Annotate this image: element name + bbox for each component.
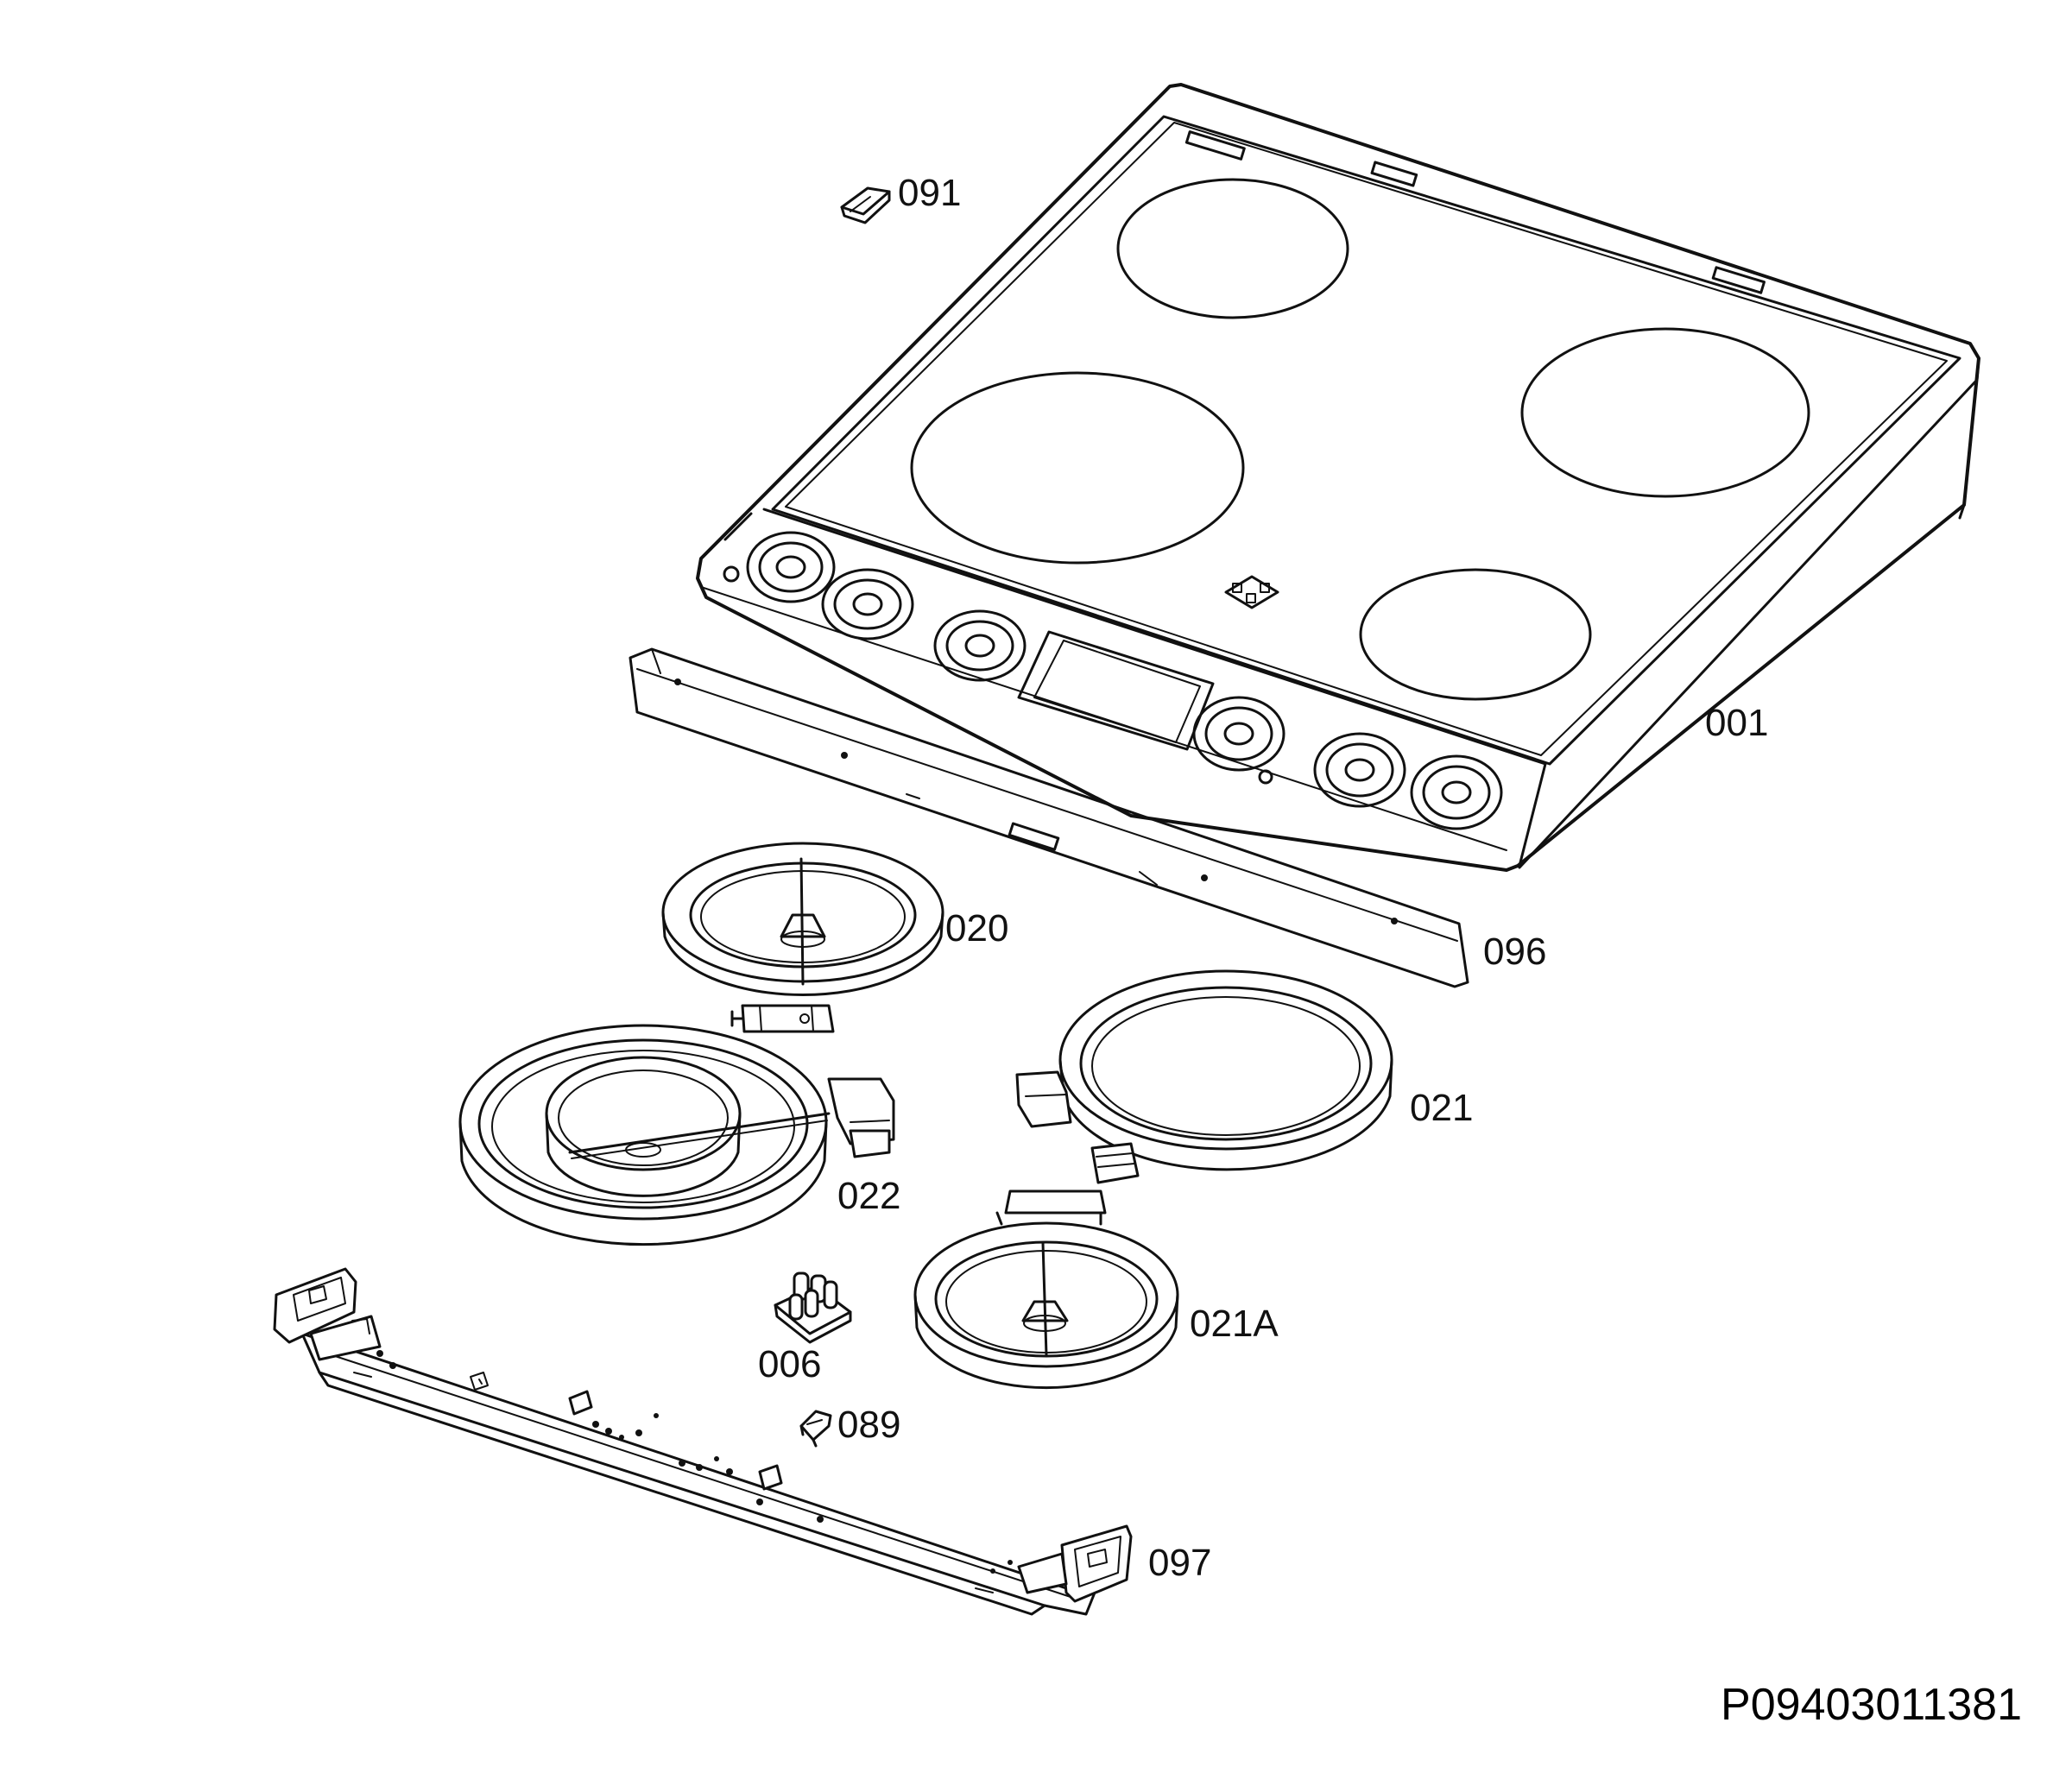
heating-element-part-021a[interactable] xyxy=(913,1189,1179,1390)
heating-element-part-022[interactable] xyxy=(458,1024,895,1246)
document-code: P09403011381 xyxy=(1721,1680,2022,1730)
label-021a: 021A xyxy=(1190,1303,1279,1345)
label-089: 089 xyxy=(837,1404,900,1446)
label-091: 091 xyxy=(898,172,961,214)
heating-element-part-020[interactable] xyxy=(661,842,944,1033)
label-020: 020 xyxy=(945,907,1008,950)
zone-rear-left xyxy=(1116,178,1349,319)
terminal-block-part-006[interactable] xyxy=(774,1271,852,1344)
clip-part-089[interactable] xyxy=(799,1410,832,1448)
label-001: 001 xyxy=(1705,702,1768,744)
clip-part-091[interactable] xyxy=(840,186,891,224)
hob-top-part-001[interactable] xyxy=(696,83,1980,872)
zone-rear-right xyxy=(1520,327,1810,498)
label-006: 006 xyxy=(758,1343,821,1385)
zone-front-left xyxy=(910,371,1245,565)
heating-element-part-021[interactable] xyxy=(1015,969,1393,1184)
support-rail-part-097[interactable] xyxy=(273,1267,1133,1616)
label-096: 096 xyxy=(1483,931,1546,973)
front-trim-part-096[interactable] xyxy=(629,647,1469,988)
label-022: 022 xyxy=(837,1175,900,1217)
label-021: 021 xyxy=(1410,1087,1473,1129)
zone-front-right xyxy=(1359,568,1592,701)
label-097: 097 xyxy=(1148,1542,1211,1584)
control-knobs xyxy=(746,531,1503,830)
